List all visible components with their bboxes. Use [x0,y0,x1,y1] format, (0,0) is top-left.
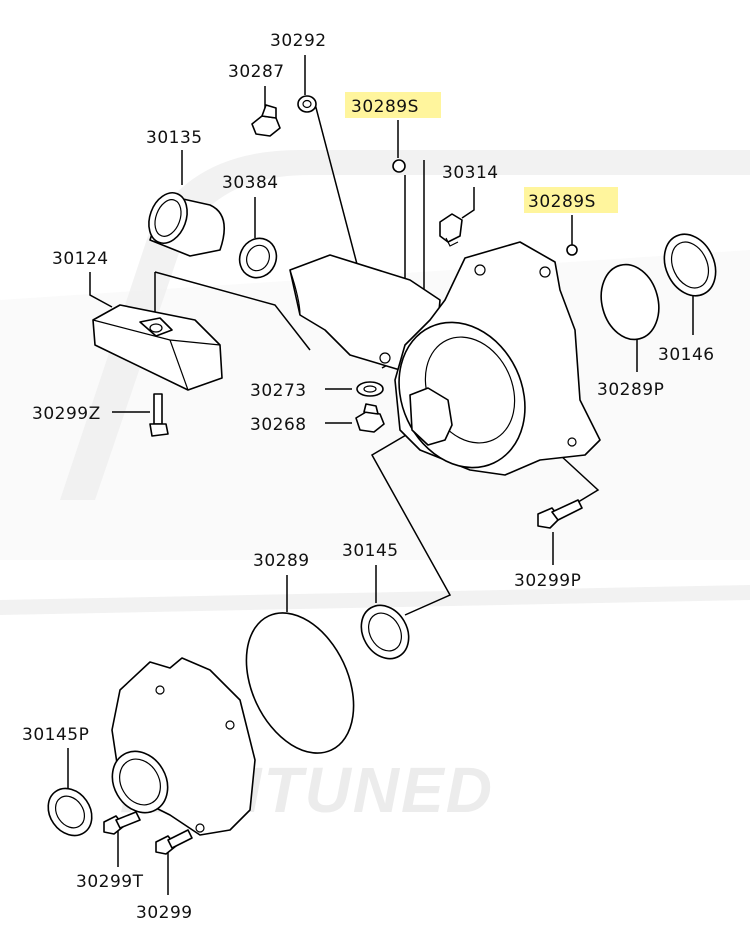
seal-30145 [360,604,410,660]
callout-30289s-b[interactable]: 30289S [528,192,596,212]
bolt-30299z [149,393,169,437]
rear-cover [111,657,256,836]
callout-30273[interactable]: 30273 [250,381,307,401]
callout-30289p[interactable]: 30289P [597,380,664,400]
callout-30268[interactable]: 30268 [250,415,307,435]
bolt-30299t [103,811,141,835]
o-ring-30289s-b [566,244,578,256]
callout-30135[interactable]: 30135 [146,128,203,148]
callout-30299p[interactable]: 30299P [514,571,581,591]
callout-30314[interactable]: 30314 [442,163,499,183]
callout-30287[interactable]: 30287 [228,62,285,82]
seal-30145p [47,787,93,837]
o-ring-30289s-a [392,159,406,173]
callout-30299z[interactable]: 30299Z [32,404,101,424]
transfer-case-body [379,241,601,476]
callout-labels: 30292 30287 30289S 30135 30384 30314 302… [22,31,715,923]
parts [47,95,717,855]
bolt-30299 [155,829,193,855]
callout-30292[interactable]: 30292 [270,31,327,51]
drain-plug-30287 [251,104,281,137]
callout-30299[interactable]: 30299 [136,903,193,923]
o-ring-30289 [245,612,355,754]
bracket-30124 [92,304,223,391]
sleeve-30135 [148,192,226,257]
callout-30124[interactable]: 30124 [52,249,109,269]
callout-30145p[interactable]: 30145P [22,725,89,745]
washer-30292 [297,95,317,113]
highlight-30289s-a [345,92,441,118]
callout-30289s-a[interactable]: 30289S [351,97,419,117]
callout-30299t[interactable]: 30299T [76,872,144,892]
o-ring-30289p [600,263,660,341]
callout-30146[interactable]: 30146 [658,345,715,365]
sensor-30314 [439,213,463,247]
highlight-30289s-b [524,187,618,213]
callout-30289[interactable]: 30289 [253,551,310,571]
plug-30268 [355,403,385,433]
seal-30384 [238,237,278,279]
seal-30146 [663,233,717,297]
callout-30145[interactable]: 30145 [342,541,399,561]
callout-30384[interactable]: 30384 [222,173,279,193]
watermark-swoosh-lower [0,585,750,615]
bolt-30299p [537,499,583,529]
washer-30273 [356,381,384,397]
